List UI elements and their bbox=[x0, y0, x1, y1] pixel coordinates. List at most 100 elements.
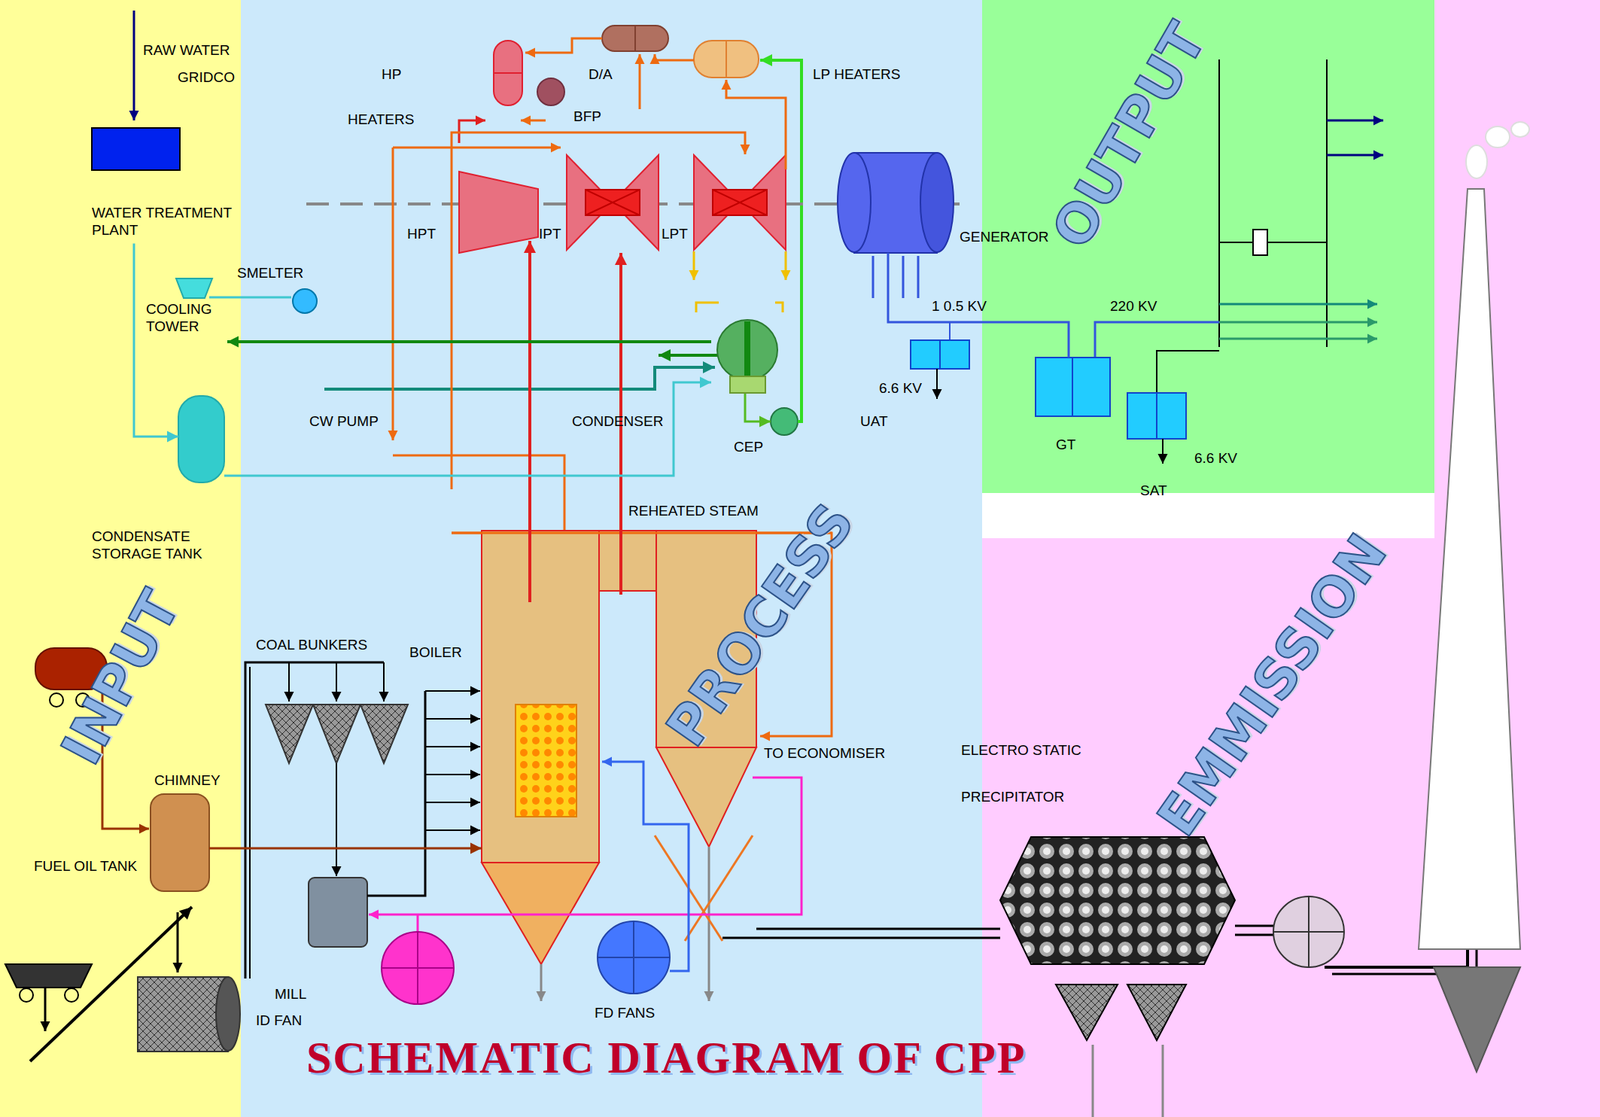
water-pipe bbox=[224, 377, 712, 477]
exhaust-hood bbox=[775, 302, 783, 313]
breaker bbox=[1253, 229, 1268, 256]
uat-tap bbox=[949, 322, 951, 341]
power-line bbox=[888, 252, 1069, 358]
part-label: SMELTER bbox=[237, 264, 304, 283]
bfp-pump bbox=[537, 78, 565, 106]
output-feeder bbox=[1219, 337, 1378, 341]
exhaust-hood bbox=[696, 302, 719, 313]
arrow-head bbox=[388, 430, 399, 441]
arrow-head bbox=[1373, 115, 1384, 126]
storage-tank: CONDENSATE STORAGE TANK bbox=[178, 395, 225, 483]
stator-lead bbox=[917, 255, 920, 299]
diagram-title: SCHEMATIC DIAGRAM OF CPP bbox=[306, 1032, 1026, 1083]
main-steam-line bbox=[528, 240, 532, 603]
stator-lead bbox=[902, 255, 905, 299]
arrow-head bbox=[760, 731, 770, 742]
arrow-head bbox=[368, 909, 379, 920]
arrow-head bbox=[1367, 334, 1378, 344]
flame bbox=[515, 704, 577, 817]
arrow-head bbox=[520, 115, 531, 126]
arrow-head bbox=[781, 270, 791, 280]
part-label: D/A bbox=[588, 66, 613, 84]
coal-conveyor bbox=[249, 666, 251, 979]
part-label: RAW WATER bbox=[142, 42, 230, 60]
chimney bbox=[1418, 188, 1521, 950]
part-label: LPT bbox=[661, 225, 688, 244]
precipitator: ELECTRO STATIC PRECIPITATOR bbox=[1000, 836, 1235, 965]
arrow-head bbox=[932, 389, 943, 399]
steam-line bbox=[392, 147, 395, 441]
arrow-head bbox=[704, 991, 715, 1001]
output-feeder bbox=[1219, 321, 1378, 324]
arrow-head bbox=[740, 144, 751, 155]
part-label: GRIDCO bbox=[177, 69, 235, 87]
boiler-crossover bbox=[599, 530, 657, 591]
generator-end bbox=[837, 152, 871, 253]
fan-cross bbox=[632, 921, 635, 994]
generator: GENERATOR bbox=[839, 152, 955, 253]
part-label: CHIMNEY bbox=[154, 772, 221, 790]
arrow-head bbox=[470, 714, 481, 724]
ash-line bbox=[1092, 1044, 1095, 1117]
fuel-oil-tank bbox=[150, 793, 210, 892]
fuel-oil-tank: FUEL OIL TANK bbox=[150, 793, 210, 892]
part-label: IPT bbox=[538, 225, 562, 244]
coal-chute bbox=[335, 763, 338, 877]
primary-air-duct bbox=[416, 914, 420, 932]
arrow-head bbox=[602, 757, 612, 767]
smoke bbox=[1511, 121, 1530, 137]
arrow-head bbox=[470, 842, 482, 855]
coal-feeder bbox=[308, 877, 368, 947]
air-heater bbox=[684, 835, 753, 941]
water-pipe bbox=[133, 243, 179, 443]
part-label: 1 0.5 KV bbox=[931, 298, 987, 316]
coal-pipe bbox=[367, 690, 426, 896]
cooling-tower: COOLING TOWER bbox=[144, 276, 228, 345]
arrow-head bbox=[760, 54, 773, 67]
lp-heater bbox=[693, 40, 759, 78]
part-label: CW PUMP bbox=[309, 413, 379, 431]
backpass-hopper bbox=[656, 747, 757, 847]
arrow-head bbox=[173, 962, 183, 973]
part-label: HP bbox=[381, 66, 402, 84]
node-label: WATER TREATMENT PLANT bbox=[91, 204, 254, 240]
emission-band bbox=[982, 538, 1435, 1117]
winding-line bbox=[1071, 357, 1074, 417]
coal-wagon bbox=[5, 964, 92, 988]
esp-body bbox=[1000, 836, 1235, 965]
hp-heater bbox=[493, 40, 523, 106]
cooling-water-pipe bbox=[227, 336, 712, 348]
coal-conveyor bbox=[245, 662, 384, 979]
arrow-head bbox=[1373, 150, 1384, 161]
oil-pipe bbox=[209, 842, 482, 855]
flue-duct bbox=[756, 927, 1001, 931]
arrow-head bbox=[470, 797, 481, 808]
ash-line bbox=[708, 846, 711, 1001]
arrow-head bbox=[614, 252, 627, 265]
arrow-head bbox=[536, 991, 547, 1001]
generator-transformer bbox=[1035, 357, 1111, 417]
boiler: BOILER bbox=[481, 530, 757, 965]
node-label: COOLING TOWER bbox=[146, 301, 222, 336]
arrow-head bbox=[635, 54, 645, 64]
arrow-head bbox=[525, 48, 536, 58]
flue-duct bbox=[1234, 933, 1274, 937]
node-label: ELECTRO STATIC PRECIPITATOR bbox=[961, 726, 1112, 821]
condensate-pipe bbox=[745, 393, 771, 422]
input-band bbox=[0, 0, 241, 1117]
steam-line bbox=[451, 132, 746, 490]
smoke bbox=[1485, 126, 1510, 148]
power-line bbox=[888, 252, 1069, 358]
stator-lead bbox=[872, 255, 875, 299]
ip-turbine-core bbox=[585, 189, 640, 216]
arrow-head bbox=[129, 110, 140, 121]
winding-line bbox=[1155, 392, 1158, 439]
turbine-cross bbox=[585, 189, 640, 216]
coal-bunker bbox=[360, 704, 408, 764]
output-feeder bbox=[1219, 303, 1378, 306]
node-label: CEP bbox=[733, 438, 764, 457]
uat-transformer bbox=[910, 340, 970, 369]
generator-transformer: GT bbox=[1035, 357, 1111, 417]
lp-to-da-line bbox=[654, 54, 694, 61]
cw-pipe bbox=[324, 367, 715, 390]
